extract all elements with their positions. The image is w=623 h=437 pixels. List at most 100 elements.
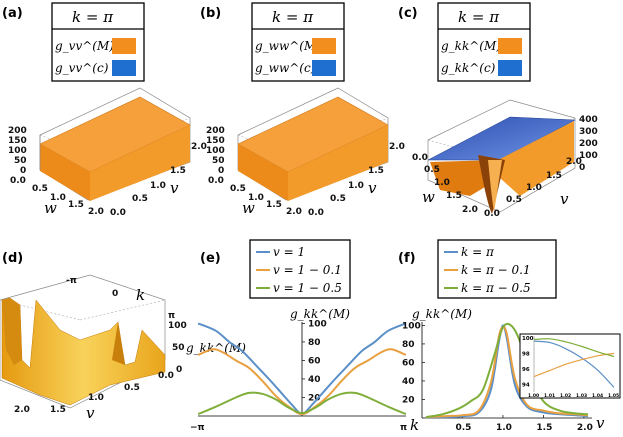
panel-f-ylabel: g_kk^(M) — [412, 307, 472, 321]
panel-d-ktick-2: π — [168, 311, 175, 321]
panel-c-xtick-3: 1.5 — [446, 191, 462, 201]
panel-f-label: (f) — [398, 251, 416, 266]
panel-c-label: (c) — [398, 6, 418, 21]
panel-e-xlabel: k — [410, 416, 419, 434]
panel-c-ytick-0: 0.0 — [484, 209, 500, 219]
panel-d-ztick-2: 0 — [176, 365, 182, 375]
panel-f-inset-xtick: 1.01 — [544, 393, 555, 399]
panel-a-title: k = π — [72, 8, 114, 26]
panel-e-legend-1: v = 1 — [273, 245, 305, 259]
panel-f-ytick: 20 — [402, 395, 415, 405]
panel-c-ztick-1: 300 — [579, 127, 598, 137]
panel-a: (a) k = π g_vv^(M) g_vv^(c) 200 150 100 … — [2, 2, 207, 218]
panel-b-ytick-2: 1.0 — [348, 181, 364, 191]
panel-c-legend-2: g_kk^(c) — [441, 61, 496, 75]
panel-e-xtick-1: π — [400, 423, 407, 433]
panel-e-ytick: 60 — [308, 356, 321, 366]
panel-b-surface-side — [288, 125, 388, 201]
panel-f-inset-xtick: 1.05 — [608, 393, 619, 399]
panel-c-ytick-1: 0.5 — [506, 195, 522, 205]
panel-e-ylabel: g_kk^(M) — [290, 307, 350, 321]
panel-d-vtick-3: 0.5 — [124, 383, 140, 393]
panel-a-surface-front — [40, 144, 90, 201]
panel-c-ztick-0: 400 — [579, 115, 598, 125]
panel-b-xtick-4: 2.0 — [286, 207, 302, 217]
panel-e-legend-3: v = 1 − 0.5 — [273, 281, 342, 295]
panel-a-legend-swatch-1 — [112, 38, 136, 54]
panel-f: (f) k = π k = π − 0.1 k = π − 0.5 g_kk^(… — [398, 239, 621, 433]
panel-f-inset-ytick: 100 — [522, 336, 534, 342]
panel-f-inset-xtick: 1.03 — [576, 393, 587, 399]
panel-e-ytick: 100 — [308, 319, 327, 329]
panel-c-xname: w — [422, 188, 435, 206]
panel-a-xtick-3: 1.5 — [68, 200, 84, 210]
panel-d-kname: k — [136, 286, 145, 304]
panel-a-ztick-4: 0 — [20, 166, 26, 176]
panel-b-legend-1: g_ww^(M) — [255, 39, 321, 53]
panel-f-series-2 — [425, 326, 589, 419]
panel-f-xtick: 1.5 — [536, 423, 552, 433]
panel-c-xtick-0: 0.0 — [412, 153, 428, 163]
panel-f-series-3 — [425, 322, 589, 419]
panel-b-legend-2: g_ww^(c) — [255, 61, 316, 75]
panel-e: (e) v = 1 v = 1 − 0.1 v = 1 − 0.5 g_kk^(… — [190, 239, 419, 434]
panel-f-xtick: 1.0 — [496, 423, 512, 433]
panel-f-ytick: 40 — [402, 377, 415, 387]
panel-b-title: k = π — [272, 8, 314, 26]
panel-a-ztick-2: 100 — [8, 146, 27, 156]
panel-c-xtick-4: 2.0 — [462, 205, 478, 215]
panel-d-ktick-1: 0 — [112, 289, 118, 299]
panel-f-xtick: 2.0 — [577, 423, 593, 433]
panel-c-title: k = π — [458, 8, 500, 26]
panel-c-legend-swatch-2 — [498, 60, 522, 76]
panel-c-ytick-4: 2.0 — [566, 157, 582, 167]
panel-d-vname: v — [86, 404, 95, 422]
panel-e-label: (e) — [200, 251, 221, 266]
panel-c-xtick-1: 0.5 — [424, 165, 440, 175]
panel-a-legend-1: g_vv^(M) — [55, 39, 114, 53]
panel-d-ztick-0: 100 — [168, 321, 187, 331]
panel-f-inset-xtick: 1.04 — [592, 393, 603, 399]
panel-a-ytick-4: 2.0 — [191, 142, 207, 152]
panel-a-xname: w — [44, 199, 57, 217]
panel-a-ytick-3: 1.5 — [170, 166, 186, 176]
panel-f-legend-3: k = π − 0.5 — [461, 281, 531, 295]
panel-b-ztick-3: 50 — [212, 156, 225, 166]
panel-b-legend-swatch-1 — [312, 38, 336, 54]
panel-b-xname: w — [242, 199, 255, 217]
panel-e-xtick-0: −π — [190, 423, 205, 433]
panel-f-inset-xtick: 1.00 — [528, 393, 539, 399]
panel-a-ztick-0: 200 — [8, 126, 27, 136]
panel-f-ytick: 80 — [402, 340, 415, 350]
panel-c-yname: v — [560, 190, 569, 208]
panel-b-ztick-2: 100 — [206, 146, 225, 156]
panel-b-xtick-3: 1.5 — [266, 200, 282, 210]
panel-e-legend-2: v = 1 − 0.1 — [273, 263, 342, 277]
panel-b-ytick-1: 0.5 — [330, 194, 346, 204]
panel-a-xtick-1: 0.5 — [32, 184, 48, 194]
panel-b-ytick-0: 0.0 — [308, 208, 324, 218]
panel-b-ztick-4: 0 — [218, 166, 224, 176]
panel-d-surface — [1, 297, 166, 406]
panel-b-xtick-2: 1.0 — [248, 193, 264, 203]
panel-a-xtick-2: 1.0 — [50, 193, 66, 203]
panel-c: (c) k = π g_kk^(M) g_kk^(c) 400 300 200 … — [398, 2, 598, 219]
panel-d-label: (d) — [2, 251, 23, 266]
panel-d-ztick-1: 50 — [172, 343, 185, 353]
panel-f-inset-ytick: 98 — [522, 351, 530, 357]
panel-f-xtick: 0.5 — [455, 423, 471, 433]
panel-b-ztick-1: 150 — [206, 136, 225, 146]
panel-c-ztick-2: 200 — [579, 139, 598, 149]
panel-f-legend-1: k = π — [461, 245, 495, 259]
panel-d-ktick-0: -π — [66, 276, 77, 286]
panel-c-orange-surface-side — [498, 121, 574, 196]
panel-b: (b) k = π g_ww^(M) g_ww^(c) 200 150 100 … — [200, 2, 405, 218]
panel-c-legend-swatch-1 — [498, 38, 522, 54]
panel-d: (d) -π 0 π k 100 50 0 g_kk^(M) 2.0 1.5 1… — [0, 251, 246, 422]
panel-f-inset-series-3 — [533, 338, 615, 358]
panel-b-xtick-1: 0.5 — [230, 184, 246, 194]
panel-a-label: (a) — [2, 6, 23, 21]
panel-a-ytick-2: 1.0 — [150, 181, 166, 191]
panel-f-inset-ytick: 94 — [522, 382, 530, 388]
